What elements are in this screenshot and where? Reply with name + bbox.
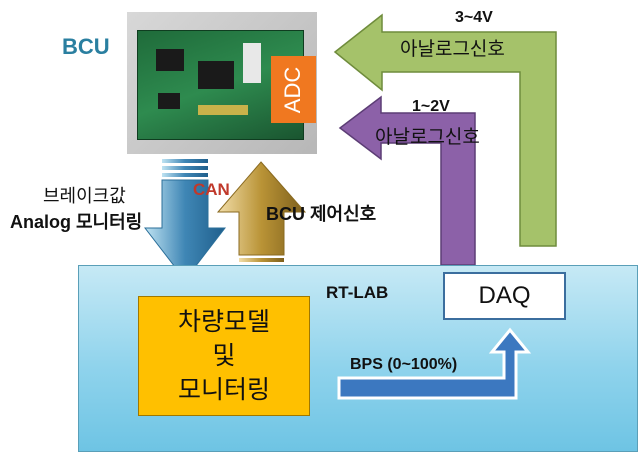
analog-3-4v-text: 아날로그신호: [400, 38, 505, 60]
brake-value-label: 브레이크값: [43, 186, 126, 207]
connector: [243, 43, 261, 83]
analog-1-2v-voltage: 1~2V: [412, 98, 450, 115]
chip: [156, 49, 184, 71]
vehicle-model-line2: 및: [212, 341, 236, 370]
vehicle-model-box: 차량모델 및 모니터링: [138, 296, 310, 416]
analog-signal-3-4v-arrow: [333, 13, 557, 247]
can-label: CAN: [193, 180, 230, 199]
brake-monitoring-arrow: [143, 159, 227, 281]
analog-3-4v-voltage: 3~4V: [455, 9, 493, 26]
chip: [158, 93, 180, 109]
vehicle-model-line1: 차량모델: [177, 307, 270, 336]
daq-label: DAQ: [478, 282, 531, 309]
bps-label: BPS (0~100%): [350, 356, 458, 373]
bcu-control-signal-label: BCU 제어신호: [266, 204, 377, 224]
bps-arrow: [337, 327, 532, 400]
adc-box: ADC: [271, 56, 316, 123]
adc-label: ADC: [280, 66, 306, 113]
analog-1-2v-text: 아날로그신호: [375, 126, 480, 148]
vehicle-model-line3: 모니터링: [177, 375, 270, 404]
connector: [198, 105, 248, 115]
daq-box: DAQ: [443, 272, 566, 320]
chip: [198, 61, 234, 89]
bcu-label: BCU: [62, 34, 110, 59]
analog-monitoring-label: Analog 모니터링: [10, 212, 143, 232]
rtlab-label: RT-LAB: [326, 283, 389, 302]
